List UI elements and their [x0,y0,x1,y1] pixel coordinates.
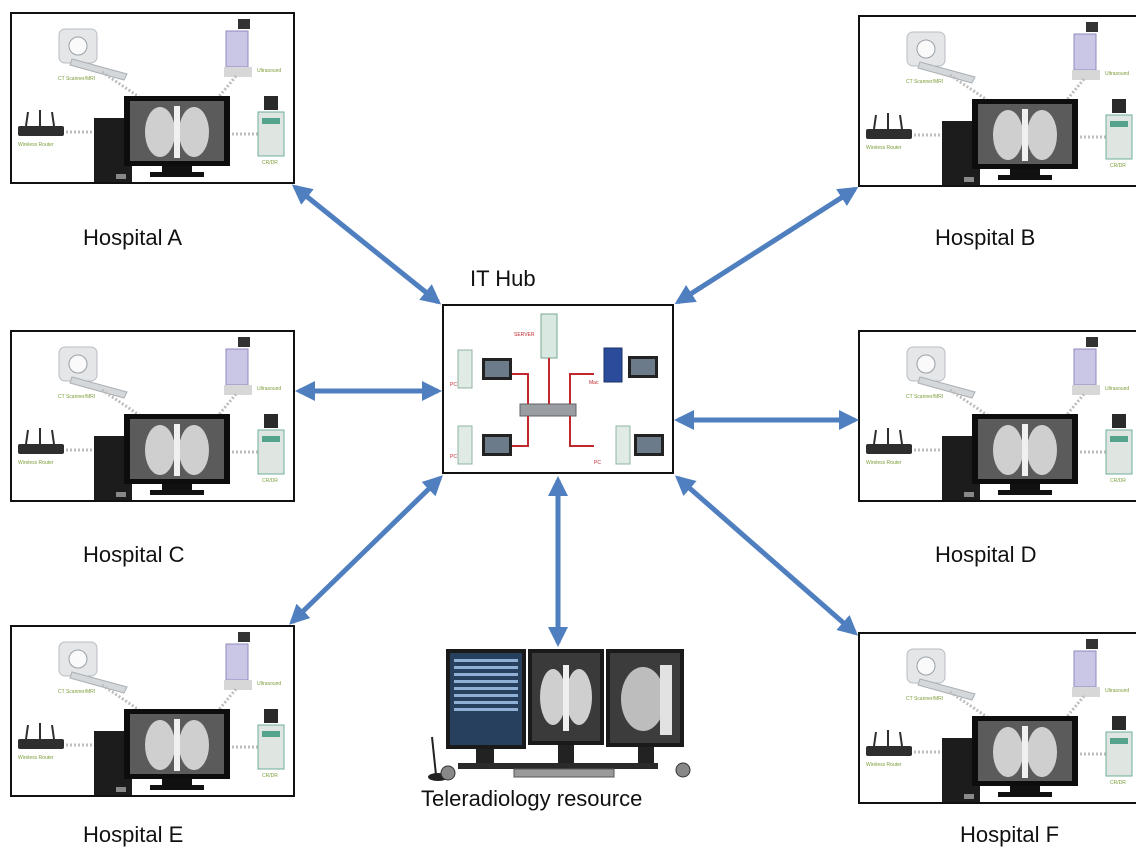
svg-text:CT Scanner/MRI: CT Scanner/MRI [58,689,95,695]
svg-text:CR/DR: CR/DR [1110,478,1126,484]
ultrasound-icon: Ultrasound [1072,337,1129,395]
ultrasound-icon: Ultrasound [1072,639,1129,697]
cr-dr-unit-icon: CR/DR [1105,716,1133,786]
svg-text:CR/DR: CR/DR [1110,163,1126,169]
arrow-hub-hospital-f [674,475,859,636]
wireless-router-icon: Wireless Router [18,110,64,148]
svg-text:CT Scanner/MRI: CT Scanner/MRI [906,394,943,400]
svg-text:Ultrasound: Ultrasound [257,681,281,687]
arrow-hub-hospital-e [289,475,443,625]
connector-lines [66,683,258,749]
svg-text:Wireless Router: Wireless Router [866,460,902,466]
cr-dr-unit-icon: CR/DR [1105,99,1133,169]
ultrasound-icon: Ultrasound [224,19,281,77]
hospital-c-box: CT Scanner/MRI Ultrasound Wireless Route… [10,330,295,502]
connector-lines [66,388,258,454]
svg-text:CR/DR: CR/DR [262,160,278,166]
svg-text:CT Scanner/MRI: CT Scanner/MRI [58,394,95,400]
hospital-a-label: Hospital A [83,225,183,250]
svg-text:CT Scanner/MRI: CT Scanner/MRI [58,76,95,82]
xray-monitor-icon [972,414,1078,495]
svg-text:Ultrasound: Ultrasound [257,386,281,392]
xray-monitor-icon [124,96,230,177]
ct-scanner-icon: CT Scanner/MRI [906,648,976,702]
hospital-f-label: Hospital F [960,822,1060,847]
svg-text:Wireless Router: Wireless Router [866,762,902,768]
cr-dr-unit-icon: CR/DR [257,414,285,484]
hospital-d-box: CT Scanner/MRI Ultrasound Wireless Route… [858,330,1136,502]
ct-scanner-icon: CT Scanner/MRI [58,346,128,400]
wireless-router-icon: Wireless Router [866,113,912,151]
arrow-hub-hospital-a [291,184,442,305]
connector-lines [914,388,1106,454]
hospital-b-box: CT Scanner/MRI Ultrasound Wireless Route… [858,15,1136,187]
connector-lines [66,70,258,136]
wireless-router-icon: Wireless Router [18,723,64,761]
wireless-router-icon: Wireless Router [18,428,64,466]
svg-text:Mac: Mac [589,380,599,386]
xray-monitor-icon [972,99,1078,180]
hospital-c-label: Hospital C [83,542,185,567]
svg-text:Ultrasound: Ultrasound [1105,386,1129,392]
hospital-e-label: Hospital E [83,822,184,847]
it-hub-box: SERVER PC PC Mac PC [442,304,674,474]
cr-dr-unit-icon: CR/DR [257,709,285,779]
wireless-router-icon: Wireless Router [866,428,912,466]
svg-text:Ultrasound: Ultrasound [1105,688,1129,694]
svg-text:Wireless Router: Wireless Router [18,460,54,466]
ultrasound-icon: Ultrasound [224,337,281,395]
ultrasound-icon: Ultrasound [1072,22,1129,80]
svg-text:PC: PC [450,454,457,460]
hospital-d-label: Hospital D [935,542,1037,567]
wireless-router-icon: Wireless Router [866,730,912,768]
cr-dr-unit-icon: CR/DR [257,96,285,166]
svg-text:PC: PC [594,460,601,466]
xray-monitor-icon [972,716,1078,797]
teleradiology-resource-label: Teleradiology resource [421,786,643,811]
cr-dr-unit-icon: CR/DR [1105,414,1133,484]
svg-text:CR/DR: CR/DR [1110,780,1126,786]
svg-text:CR/DR: CR/DR [262,773,278,779]
svg-text:Wireless Router: Wireless Router [18,142,54,148]
svg-text:SERVER: SERVER [514,332,535,338]
svg-text:Wireless Router: Wireless Router [866,145,902,151]
svg-text:Ultrasound: Ultrasound [1105,71,1129,77]
xray-monitor-icon [124,709,230,790]
hospital-e-box: CT Scanner/MRI Ultrasound Wireless Route… [10,625,295,797]
ultrasound-icon: Ultrasound [224,632,281,690]
connector-lines [914,690,1106,756]
xray-monitor-icon [124,414,230,495]
teleradiology-workstation-icon [418,645,700,787]
svg-text:CT Scanner/MRI: CT Scanner/MRI [906,79,943,85]
connector-lines [914,73,1106,139]
hospital-b-label: Hospital B [935,225,1036,250]
network-diagram-icon: SERVER PC PC Mac PC [450,313,664,466]
svg-text:PC: PC [450,382,457,388]
arrow-hub-hospital-b [674,186,859,305]
hospital-a-box: CT Scanner/MRI Ultrasound Wireless Route… [10,12,295,184]
hospital-f-box: CT Scanner/MRI Ultrasound Wireless Route… [858,632,1136,804]
svg-text:Wireless Router: Wireless Router [18,755,54,761]
svg-text:Ultrasound: Ultrasound [257,68,281,74]
svg-text:CR/DR: CR/DR [262,478,278,484]
ct-scanner-icon: CT Scanner/MRI [58,641,128,695]
ct-scanner-icon: CT Scanner/MRI [906,31,976,85]
ct-scanner-icon: CT Scanner/MRI [906,346,976,400]
svg-text:CT Scanner/MRI: CT Scanner/MRI [906,696,943,702]
it-hub-title: IT Hub [470,266,536,291]
ct-scanner-icon: CT Scanner/MRI [58,28,128,82]
